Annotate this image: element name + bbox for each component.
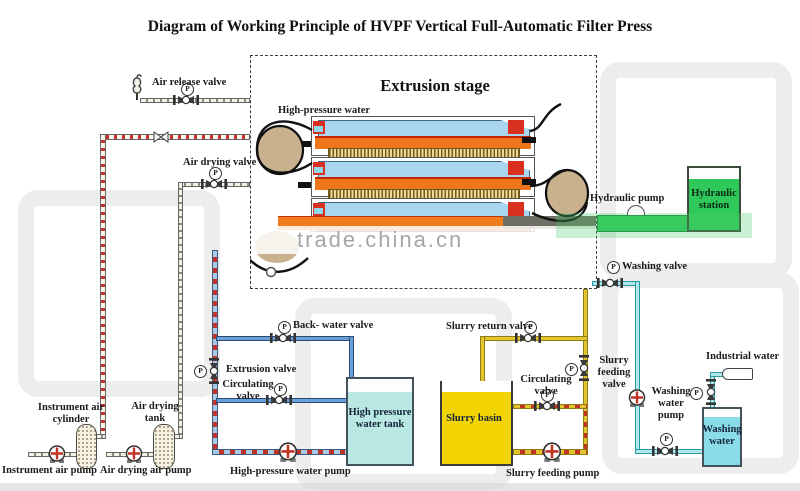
instrument-air-cylinder bbox=[76, 424, 97, 469]
pipe-slurry-feed-v2 bbox=[583, 404, 588, 455]
circulating-valve-left-label: Circulating valve bbox=[222, 379, 274, 402]
trade-watermark: trade.china.cn bbox=[253, 226, 596, 254]
slurry-circulating-valve-label: Circulating valve bbox=[520, 374, 572, 397]
green-watermark-band bbox=[556, 213, 752, 238]
diagram-title: Diagram of Working Principle of HVPF Ver… bbox=[147, 18, 653, 35]
plate-seal-right bbox=[508, 120, 524, 134]
watermark-blob bbox=[602, 272, 799, 474]
belt-cap bbox=[522, 179, 536, 185]
belt-cap bbox=[298, 182, 311, 188]
air-drying-valve-label: Air drying valve bbox=[183, 157, 257, 168]
plate-inlet-notch bbox=[314, 126, 323, 132]
extrusion-valve-label: Extrusion valve bbox=[226, 364, 297, 375]
air-main-valve-icon bbox=[153, 131, 169, 143]
pipe-back-water-v bbox=[349, 336, 354, 380]
slurry-feeding-valve-icon bbox=[578, 354, 591, 382]
back-water-valve-label: Back- water valve bbox=[293, 320, 374, 331]
washing-tank-valve-icon bbox=[652, 445, 678, 457]
washing-water-tank bbox=[702, 407, 742, 467]
slurry-feeding-valve-label: Slurry feeding valve bbox=[597, 355, 631, 390]
plate-seal-right bbox=[508, 161, 524, 175]
washing-water-pump-label: Washing water pump bbox=[651, 386, 691, 421]
hydraulic-pump-label: Hydraulic pump bbox=[590, 193, 665, 204]
pipe-air-release bbox=[140, 98, 250, 103]
bottom-gray-strip bbox=[0, 483, 800, 491]
air-release-valve-label: Air release valve bbox=[152, 77, 227, 88]
plate-inlet-notch bbox=[314, 208, 323, 214]
high-pressure-water-pump-label: High-pressure water pump bbox=[230, 466, 351, 477]
high-pressure-water-pump-icon bbox=[278, 441, 298, 463]
pipe-slurry-return-v bbox=[480, 336, 485, 383]
hydraulic-station-tank bbox=[687, 166, 741, 232]
instrument-air-cylinder-label: Instrument air cylinder bbox=[37, 402, 105, 425]
pipe-air-drying-v bbox=[178, 182, 183, 439]
plate-water-chamber bbox=[318, 120, 530, 137]
air-drying-air-pump-label: Air drying air pump bbox=[100, 465, 192, 476]
pressure-gauge: P bbox=[660, 433, 673, 446]
plate-inlet-notch bbox=[314, 167, 323, 173]
hydraulic-station-label: Hydraulic station bbox=[691, 188, 737, 211]
instrument-air-pump-icon bbox=[48, 444, 66, 464]
slurry-fill bbox=[442, 392, 511, 464]
hydraulic-fill bbox=[689, 179, 739, 230]
belt-cap bbox=[298, 141, 311, 147]
pressure-gauge: P bbox=[278, 321, 291, 334]
air-drying-tank bbox=[153, 424, 175, 469]
air-drying-air-pump-icon bbox=[125, 444, 143, 464]
plate-water-chamber bbox=[318, 161, 530, 178]
filter-plate bbox=[311, 157, 535, 199]
industrial-water-vessel bbox=[722, 368, 753, 380]
pipe-extrusion-v bbox=[212, 250, 218, 455]
high-pressure-water-tank bbox=[346, 377, 414, 466]
pressure-gauge: P bbox=[194, 365, 207, 378]
slurry-basin-label: Slurry basin bbox=[446, 413, 502, 425]
high-pressure-water-label: High-pressure water bbox=[278, 105, 371, 116]
slurry-feeding-pump-label: Slurry feeding pump bbox=[506, 468, 600, 479]
high-pressure-water-tank-label: High pressure water tank bbox=[348, 407, 412, 430]
watermark-blob bbox=[18, 190, 220, 397]
extrusion-valve-icon bbox=[208, 357, 221, 385]
filter-plate bbox=[311, 116, 535, 158]
slurry-feeding-pump-icon bbox=[542, 441, 562, 463]
pressure-gauge: P bbox=[209, 167, 222, 180]
pressure-gauge: P bbox=[565, 363, 578, 376]
industrial-water-label: Industrial water bbox=[706, 351, 780, 362]
pressure-gauge: P bbox=[541, 389, 554, 402]
industrial-water-valve-icon bbox=[705, 378, 718, 406]
plate-seal-right bbox=[508, 202, 524, 216]
slurry-basin bbox=[440, 381, 513, 466]
hp-water-fill bbox=[348, 392, 412, 464]
washing-valve-label: Washing valve bbox=[622, 261, 688, 272]
washing-water-pump-icon bbox=[628, 388, 646, 408]
extrusion-stage-label: Extrusion stage bbox=[380, 76, 490, 95]
belt-cap bbox=[522, 137, 536, 143]
air-vent-icon bbox=[132, 74, 142, 100]
pipe-slurry-feed-v bbox=[583, 289, 588, 407]
plate-cake-layer bbox=[315, 136, 531, 149]
slurry-return-valve-label: Slurry return valve bbox=[446, 321, 533, 332]
washing-water-fill bbox=[704, 417, 740, 465]
pressure-gauge: P bbox=[690, 387, 703, 400]
pressure-gauge: P bbox=[607, 261, 620, 274]
pressure-gauge: P bbox=[181, 83, 194, 96]
pressure-gauge: P bbox=[524, 321, 537, 334]
washing-valve-icon bbox=[597, 277, 623, 289]
washing-water-tank-label: Washing water bbox=[702, 424, 742, 447]
air-drying-tank-label: Air drying tank bbox=[131, 401, 179, 424]
pressure-gauge: P bbox=[274, 383, 287, 396]
instrument-air-pump-label: Instrument air pump bbox=[2, 465, 97, 476]
pipe-air-main-h bbox=[100, 134, 250, 140]
pipe-air-main-v bbox=[100, 134, 106, 439]
plate-cake-layer bbox=[315, 177, 531, 190]
